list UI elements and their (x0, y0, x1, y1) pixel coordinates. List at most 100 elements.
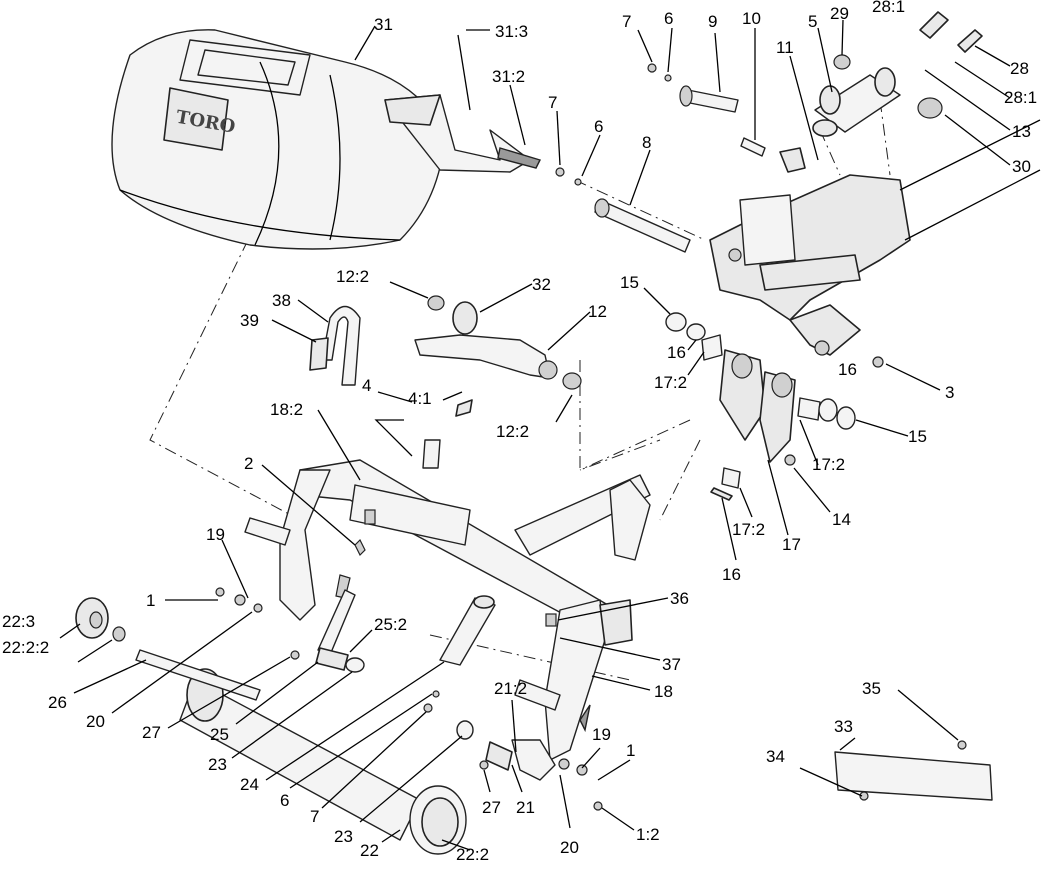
callout-label: 17:2 (812, 455, 845, 474)
callout-label: 36 (670, 589, 689, 608)
bolt-part (555, 167, 565, 177)
setscrew-part (290, 650, 300, 660)
bushing-part (562, 372, 582, 390)
hinge-bracket-part (709, 119, 1041, 356)
bushing-part (315, 647, 349, 671)
callout-label: 16 (722, 565, 741, 584)
callout-label: 11 (776, 38, 794, 57)
spring-part (710, 487, 733, 501)
washer-part (574, 178, 582, 186)
washer-part (432, 690, 440, 698)
callout-label: 23 (334, 827, 353, 846)
callout-label: 18:2 (270, 400, 303, 419)
plunger-part (455, 399, 473, 417)
callout-label: 22:2 (456, 845, 489, 864)
pivot-arm-part (511, 739, 556, 781)
callout-label: 28 (1010, 59, 1029, 78)
callout-label: 33 (834, 717, 853, 736)
plunger-body-part (422, 439, 441, 469)
callout-label: 12 (588, 302, 607, 321)
callout-label: 1 (146, 591, 155, 610)
fitting-part (919, 11, 949, 39)
callout-label: 4:1 (408, 389, 432, 408)
fitting-part (784, 454, 796, 466)
washer-part (558, 758, 570, 770)
bushing-part (485, 741, 513, 771)
callout-label: 6 (664, 9, 673, 28)
callout-label: 17:2 (732, 520, 765, 539)
callout-label: 9 (708, 12, 717, 31)
callout-label: 1 (626, 741, 635, 760)
callout-label: 27 (142, 723, 161, 742)
callout-label: 22 (360, 841, 379, 860)
fitting-end-part (957, 29, 983, 53)
callout-label: 10 (742, 9, 761, 28)
callout-label: 12:2 (496, 422, 529, 441)
cover-plate-part (834, 751, 993, 801)
bushing-part (345, 657, 365, 673)
callout-label: 6 (280, 791, 289, 810)
callout-label: 25:2 (374, 615, 407, 634)
callout-label: 14 (832, 510, 851, 529)
callout-label: 18 (654, 682, 673, 701)
callout-label: 23 (208, 755, 227, 774)
link-rod-part (317, 589, 356, 656)
callout-label: 12:2 (336, 267, 369, 286)
latch-lever-part (414, 301, 558, 380)
spacer-part (364, 509, 376, 525)
tube-part (439, 597, 496, 666)
callout-label: 35 (862, 679, 881, 698)
bushing-part (833, 54, 851, 70)
washer-part (234, 594, 246, 606)
callout-label: 1:2 (636, 825, 660, 844)
nut-part (957, 740, 967, 750)
stud-part (309, 337, 329, 371)
callout-label: 7 (622, 12, 631, 31)
callout-label: 21 (516, 798, 535, 817)
callout-label: 39 (240, 311, 259, 330)
callout-label: 3 (945, 383, 954, 402)
callout-label: 17:2 (654, 373, 687, 392)
callout-label: 17 (782, 535, 801, 554)
bolt-part (215, 587, 225, 597)
nut-part (593, 801, 603, 811)
callout-label: 38 (272, 291, 291, 310)
callout-label: 6 (594, 117, 603, 136)
pin-part (354, 538, 366, 557)
clevis-pin-part (740, 137, 766, 157)
bolt-part (576, 764, 588, 776)
callout-label: 15 (620, 273, 639, 292)
washer-part (665, 312, 687, 332)
callout-label: 37 (662, 655, 681, 674)
callout-label: 29 (830, 4, 849, 23)
callout-label: 22:3 (2, 612, 35, 631)
callout-label: 2 (244, 454, 253, 473)
hood-cover-part (111, 29, 446, 250)
hinge-plates-part (719, 349, 796, 463)
washer-part (836, 406, 856, 430)
hood-bracket-part (384, 94, 541, 173)
frame-stub-part (244, 517, 291, 546)
callout-label: 20 (86, 712, 105, 731)
callout-label: 26 (48, 693, 67, 712)
pivot-pin-part (684, 89, 739, 113)
bushing-part (721, 467, 741, 489)
axle-part (135, 649, 261, 701)
callout-label: 7 (310, 807, 319, 826)
bushing-part (701, 334, 723, 361)
leader-lines (59, 19, 1011, 851)
clevis-part (779, 147, 806, 173)
callout-label: 30 (1012, 157, 1031, 176)
callout-label: 31:2 (492, 67, 525, 86)
bushing-large-part (917, 97, 943, 119)
handle-part (321, 305, 361, 386)
callout-label: 20 (560, 838, 579, 857)
callout-label: 24 (240, 775, 259, 794)
nut-part (253, 603, 263, 613)
screw-part (859, 791, 869, 801)
callout-label: 28:1 (872, 0, 905, 16)
callout-label: 32 (532, 275, 551, 294)
callout-label: 16 (667, 343, 686, 362)
